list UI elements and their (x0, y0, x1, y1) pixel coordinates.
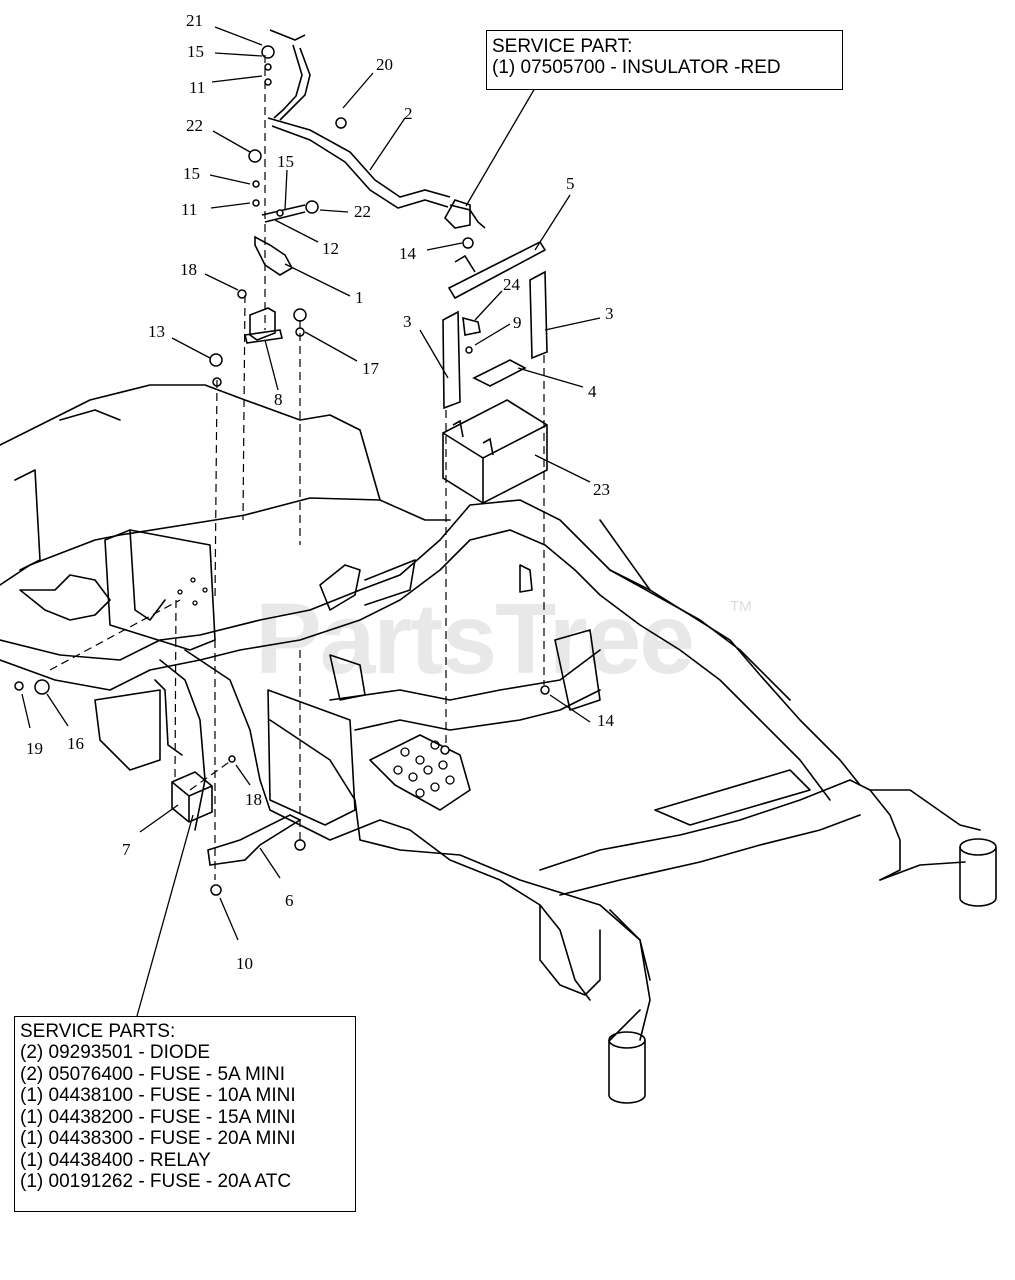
service-parts-line: (2) 05076400 - FUSE - 5A MINI (20, 1063, 286, 1085)
callout-18: 18 (180, 260, 197, 279)
callout-18b: 18 (245, 790, 262, 809)
frame-outline (0, 384, 981, 1041)
callout-24: 24 (503, 275, 520, 294)
callout-15b: 15 (277, 152, 294, 171)
callout-23: 23 (593, 480, 610, 499)
battery-brackets (442, 240, 548, 410)
callout-21: 21 (186, 11, 203, 30)
callout-11b: 11 (181, 200, 198, 219)
callout-20: 20 (376, 55, 393, 74)
watermark: PartsTree (255, 583, 695, 695)
service-part-insulator-box: SERVICE PART: (1) 07505700 - INSULATOR -… (486, 30, 843, 90)
solenoid-8 (244, 307, 283, 344)
cable-harness (254, 29, 486, 276)
callout-19: 19 (26, 739, 43, 758)
callout-11: 11 (189, 78, 206, 97)
callout-7: 7 (122, 840, 131, 859)
callout-10: 10 (236, 954, 253, 973)
service-parts-line: (1) 00191262 - FUSE - 20A ATC (20, 1171, 292, 1193)
fuse-block-7 (171, 771, 302, 866)
service-parts-line: (1) 04438100 - FUSE - 10A MINI (20, 1085, 296, 1107)
caster-columns (608, 838, 997, 1104)
service-parts-line: (1) 04438300 - FUSE - 20A MINI (20, 1128, 296, 1150)
watermark-tm: TM (730, 598, 752, 615)
footrest-holes (177, 577, 455, 798)
service-parts-title: SERVICE PARTS: (20, 1021, 176, 1042)
service-parts-line: (2) 09293501 - DIODE (20, 1042, 211, 1064)
callout-3: 3 (403, 312, 412, 331)
callout-3b: 3 (605, 304, 614, 323)
callout-14b: 14 (597, 711, 614, 730)
callout-1: 1 (355, 288, 364, 307)
callout-16: 16 (67, 734, 84, 753)
service-part-line: (1) 07505700 - INSULATOR -RED (492, 57, 781, 79)
callout-2: 2 (404, 104, 413, 123)
callout-15: 15 (187, 42, 204, 61)
callout-14: 14 (399, 244, 416, 263)
fasteners (14, 45, 550, 896)
leader-lines (21, 26, 601, 1017)
callout-17: 17 (362, 359, 379, 378)
service-part-title: SERVICE PART: (492, 36, 633, 57)
callout-5: 5 (566, 174, 575, 193)
assembly-lines (49, 55, 545, 880)
callout-4: 4 (588, 382, 597, 401)
callout-13: 13 (148, 322, 165, 341)
callout-22b: 22 (354, 202, 371, 221)
service-parts-line: (1) 04438400 - RELAY (20, 1149, 211, 1171)
battery-23 (442, 399, 548, 504)
callout-15c: 15 (183, 164, 200, 183)
service-parts-line: (1) 04438200 - FUSE - 15A MINI (20, 1106, 296, 1128)
callout-9: 9 (513, 313, 522, 332)
callout-12: 12 (322, 239, 339, 258)
callout-8: 8 (274, 390, 283, 409)
callout-6: 6 (285, 891, 294, 910)
service-parts-fuse-box: SERVICE PARTS: (2) 09293501 - DIODE (2) … (14, 1016, 356, 1212)
callout-22: 22 (186, 116, 203, 135)
